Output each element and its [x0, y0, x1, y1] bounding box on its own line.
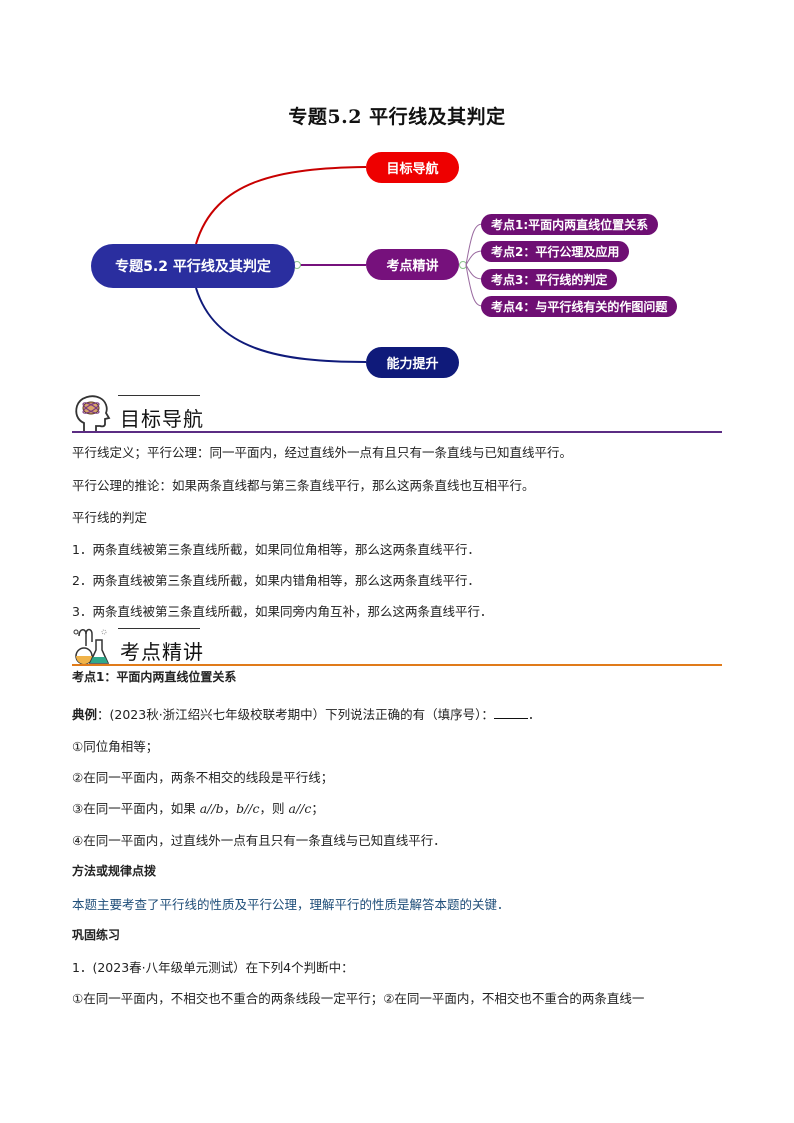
section-header-key-points: 考点精讲 — [72, 626, 722, 666]
practice-heading: 巩固练习 — [72, 928, 121, 942]
mindmap-node-goal: 目标导航 — [366, 152, 459, 183]
option-3-text: ③在同一平面内，如果 — [72, 801, 200, 816]
section-heading-goal: 目标导航 — [120, 407, 204, 431]
section-rule-key-points — [72, 664, 722, 666]
math-a-parallel-c: a//c — [288, 801, 312, 816]
example-question: 典例：(2023秋·浙江绍兴七年级校联考期中）下列说法正确的有（填序号）： ． — [72, 704, 540, 723]
section-header-goal: 目标导航 — [72, 393, 722, 433]
math-b-parallel-c: b//c — [236, 801, 260, 816]
separator: ； — [311, 801, 324, 816]
mindmap-subnode-3: 考点3：平行线的判定 — [481, 269, 618, 290]
goal-line-3: 平行线的判定 — [72, 510, 148, 525]
example-label: 典例 — [72, 707, 98, 722]
practice-question-1-line-2: ①在同一平面内，不相交也不重合的两条线段一定平行；②在同一平面内，不相交也不重合… — [72, 991, 645, 1006]
practice-question-1: 1．(2023春·八年级单元测试）在下列4个判断中： — [72, 960, 354, 975]
mindmap-node-key-points: 考点精讲 — [366, 249, 459, 280]
separator: ，则 — [259, 801, 289, 816]
mindmap-connectors — [195, 166, 484, 363]
option-4: ④在同一平面内，过直线外一点有且只有一条直线与已知直线平行． — [72, 833, 446, 848]
answer-blank[interactable] — [493, 706, 528, 719]
goal-line-5: 2．两条直线被第三条直线所截，如果内错角相等，那么这两条直线平行． — [72, 573, 480, 588]
mindmap-root-node: 专题5.2 平行线及其判定 — [91, 244, 295, 288]
method-text: 本题主要考查了平行线的性质及平行公理，理解平行的性质是解答本题的关键． — [72, 897, 510, 912]
goal-line-4: 1．两条直线被第三条直线所截，如果同位角相等，那么这两条直线平行． — [72, 542, 480, 557]
option-1: ①同位角相等； — [72, 739, 159, 754]
example-end: ． — [527, 707, 541, 722]
brain-head-icon — [75, 395, 111, 431]
section-heading-key-points: 考点精讲 — [120, 640, 204, 664]
goal-line-1: 平行线定义；平行公理：同一平面内，经过直线外一点有且只有一条直线与已知直线平行。 — [72, 445, 573, 460]
key-point-1-title: 考点1：平面内两直线位置关系 — [72, 670, 237, 684]
mindmap-subnode-4: 考点4：与平行线有关的作图问题 — [481, 296, 678, 317]
separator: ， — [223, 801, 237, 816]
document-title: 专题5.2 平行线及其判定 — [288, 106, 506, 128]
header-decor-line — [118, 628, 200, 629]
goal-line-6: 3．两条直线被第三条直线所截，如果同旁内角互补，那么这两条直线平行． — [72, 604, 493, 619]
flask-icon — [73, 628, 110, 665]
goal-line-2: 平行公理的推论：如果两条直线都与第三条直线平行，那么这两条直线也互相平行。 — [72, 478, 535, 493]
mindmap-subnode-1: 考点1:平面内两直线位置关系 — [481, 214, 659, 235]
mindmap-node-ability: 能力提升 — [366, 347, 459, 378]
option-2: ②在同一平面内，两条不相交的线段是平行线； — [72, 770, 334, 785]
header-decor-line — [118, 395, 200, 396]
math-a-parallel-b: a//b — [199, 801, 224, 816]
example-text: ：(2023秋·浙江绍兴七年级校联考期中）下列说法正确的有（填序号）： — [97, 707, 494, 722]
method-heading: 方法或规律点拨 — [72, 864, 157, 878]
section-rule-goal — [72, 431, 722, 433]
option-3: ③在同一平面内，如果 a//b，b//c，则 a//c； — [72, 798, 324, 817]
mindmap-subnode-2: 考点2：平行公理及应用 — [481, 241, 630, 262]
